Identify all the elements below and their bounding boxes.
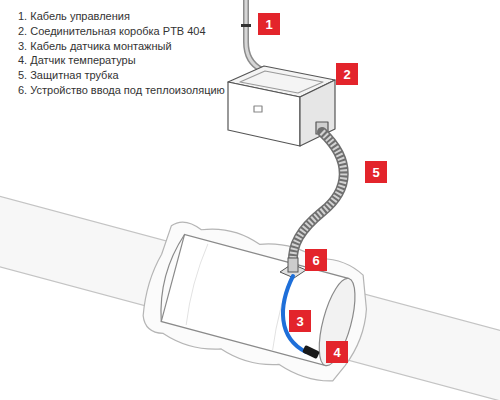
callout-text: 2 bbox=[343, 67, 350, 82]
temperature-sensor bbox=[302, 345, 320, 359]
callout-number: 1 bbox=[258, 13, 280, 35]
list-item: 5. Защитная трубка bbox=[18, 69, 119, 82]
list-item: 4. Датчик температуры bbox=[18, 54, 136, 67]
callout-number: 6 bbox=[305, 249, 327, 271]
list-item: 2. Соединительная коробка PTB 404 bbox=[18, 25, 206, 38]
callout-number: 2 bbox=[336, 63, 358, 85]
callout-text: 5 bbox=[372, 165, 379, 180]
list-item: 6. Устройство ввода под теплоизоляцию bbox=[18, 84, 225, 97]
pipe bbox=[0, 158, 500, 400]
callout-number: 5 bbox=[365, 161, 387, 183]
callout-text: 6 bbox=[312, 253, 319, 268]
control-cable bbox=[241, 0, 262, 70]
callout-number: 3 bbox=[289, 310, 311, 332]
callout-text: 3 bbox=[296, 314, 303, 329]
corrugated-tube bbox=[293, 132, 344, 262]
thermal-insulation bbox=[136, 214, 379, 389]
callout-text: 1 bbox=[265, 17, 272, 32]
callout-number: 4 bbox=[326, 341, 348, 363]
list-item: 3. Кабель датчика монтажный bbox=[18, 40, 172, 53]
callout-text: 4 bbox=[333, 345, 340, 360]
list-item: 1. Кабель управления bbox=[18, 10, 130, 23]
